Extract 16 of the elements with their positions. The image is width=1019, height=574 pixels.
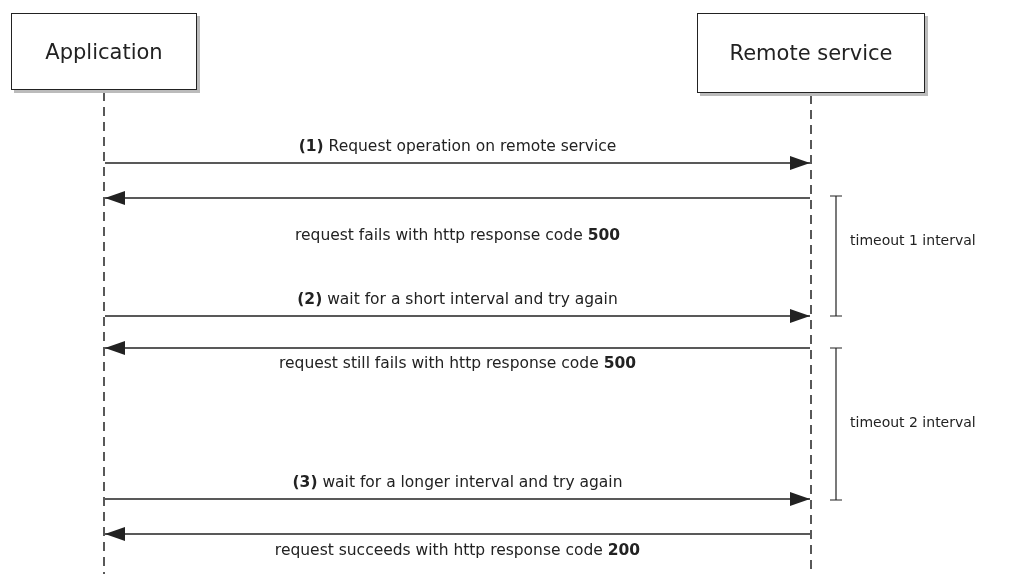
message-arrow <box>104 492 811 506</box>
message-arrow <box>104 191 811 205</box>
message-label: (3) wait for a longer interval and try again <box>292 473 623 491</box>
participant-name: Remote service <box>729 41 893 65</box>
message-label: (1) Request operation on remote service <box>298 137 617 155</box>
message-label: request still fails with http response code 500 <box>279 354 636 372</box>
participant-name: Application <box>45 39 163 64</box>
message-arrow <box>104 341 811 355</box>
interval-note: timeout 2 interval <box>850 414 976 430</box>
message-arrow <box>104 156 811 170</box>
message-label: request succeeds with http response code 200 <box>274 541 641 559</box>
message-label: (2) wait for a short interval and try again <box>297 290 618 308</box>
interval-note: timeout 1 interval <box>850 232 976 248</box>
message-arrow <box>104 309 811 323</box>
message-arrow <box>104 527 811 541</box>
message-label: request fails with http response code 500 <box>295 226 620 244</box>
